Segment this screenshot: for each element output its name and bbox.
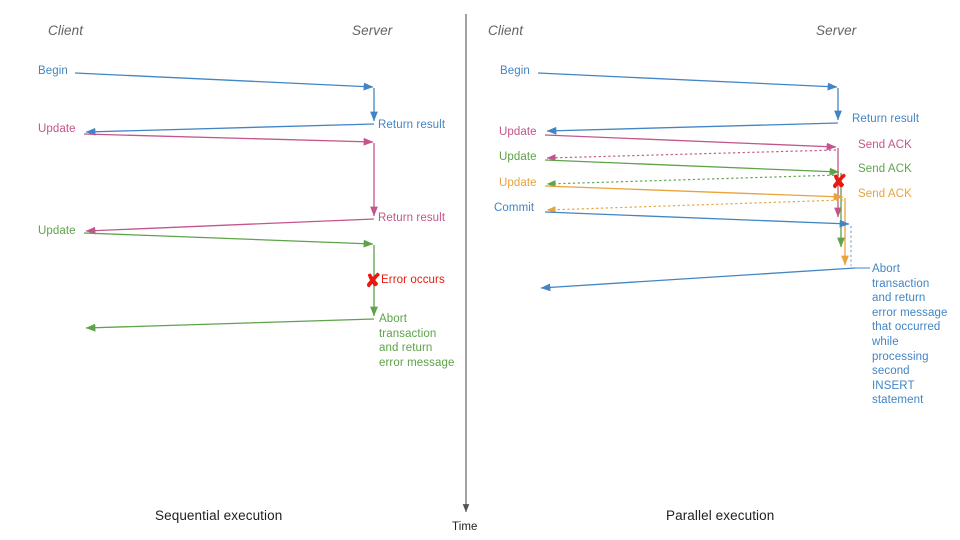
arrow-update-orange-request-r <box>544 185 844 201</box>
right-label-commit: Commit <box>494 202 535 214</box>
arrow-pink-ack-r <box>546 149 837 162</box>
right-abort-text-block: Abort transaction and return error messa… <box>872 263 948 407</box>
arrow-update-green-request-r <box>544 159 840 176</box>
arrow-return-result-r <box>546 122 839 135</box>
arrow-abort-response-left <box>85 318 375 332</box>
arrow-begin-request-r <box>537 72 838 91</box>
arrow-begin-request <box>74 72 374 91</box>
left-actor-server: Server <box>352 23 393 38</box>
error-x-icon-left: ✘ <box>365 271 381 292</box>
right-panel-arrows <box>537 72 870 292</box>
right-label-send-ack-3: Send ACK <box>858 188 912 200</box>
right-label-update-3: Update <box>499 177 537 189</box>
left-label-update-2: Update <box>38 225 76 237</box>
right-label-update-2: Update <box>499 151 537 163</box>
arrow-orange-ack-r <box>546 199 844 214</box>
left-abort-text-block: Abort transaction and return error messa… <box>379 313 455 369</box>
left-panel-arrows <box>74 72 378 332</box>
left-label-error-occurs: Error occurs <box>381 274 445 286</box>
arrow-update-pink-request-r <box>544 134 837 151</box>
left-actor-client: Client <box>48 23 84 38</box>
right-label-return-result: Return result <box>852 113 920 125</box>
left-label-begin: Begin <box>38 65 68 77</box>
error-x-icon-right: ✘ <box>831 172 847 193</box>
arrow-update-2-request <box>83 232 374 248</box>
right-label-begin: Begin <box>500 65 530 77</box>
arrow-green-ack-r <box>546 174 840 188</box>
arrow-commit-request-r <box>544 211 850 228</box>
time-axis-label: Time <box>452 521 478 533</box>
arrow-abort-response-right <box>540 267 856 292</box>
arrow-update-1-request <box>83 133 374 146</box>
right-label-send-ack-1: Send ACK <box>858 139 912 151</box>
right-actor-server: Server <box>816 23 857 38</box>
right-actor-client: Client <box>488 23 524 38</box>
right-label-send-ack-2: Send ACK <box>858 163 912 175</box>
arrow-return-result-2 <box>85 218 375 235</box>
left-label-update-1: Update <box>38 123 76 135</box>
left-label-return-result-1: Return result <box>378 119 446 131</box>
right-panel-caption: Parallel execution <box>666 508 775 523</box>
left-label-return-result-2: Return result <box>378 212 446 224</box>
left-panel-caption: Sequential execution <box>155 508 283 523</box>
arrow-return-result-1 <box>85 123 375 136</box>
right-label-update-1: Update <box>499 126 537 138</box>
